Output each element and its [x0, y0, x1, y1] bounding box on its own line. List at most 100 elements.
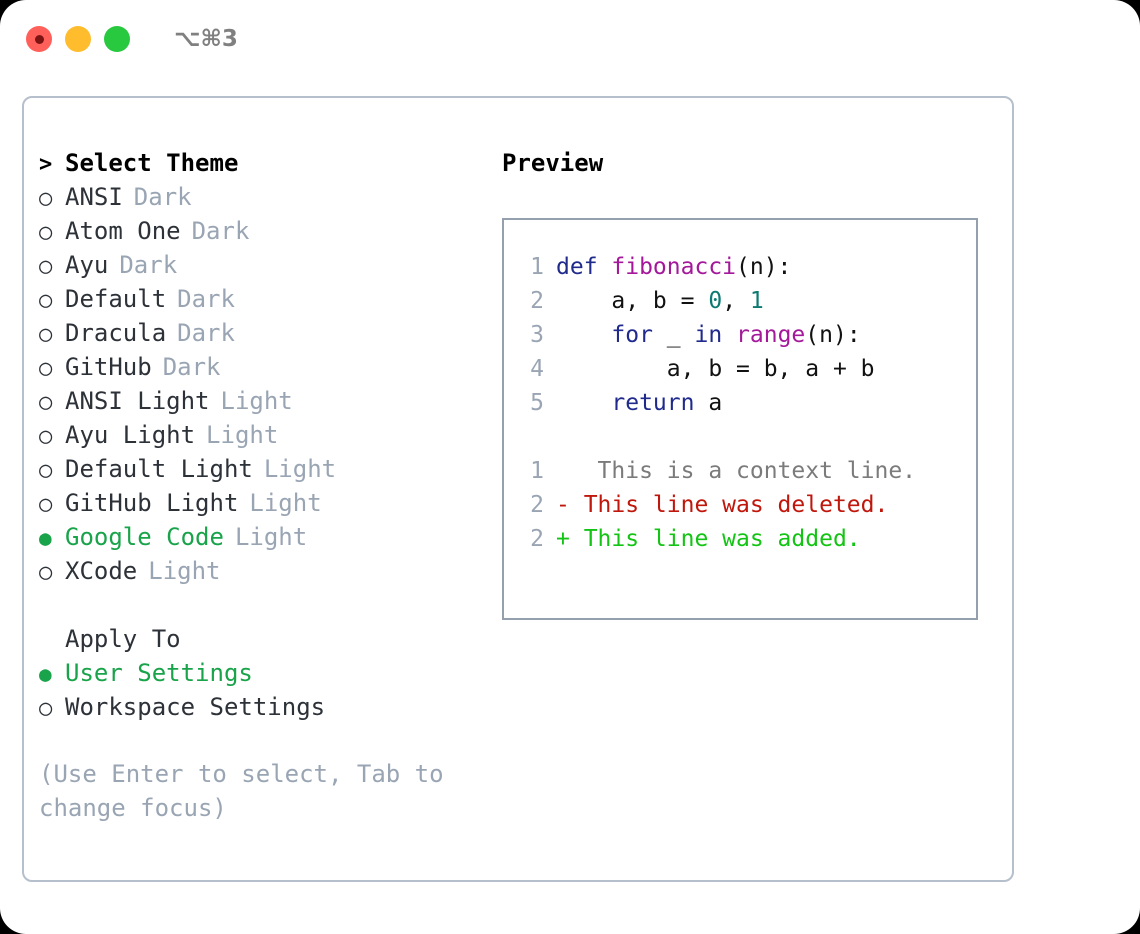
zoom-button[interactable]	[104, 26, 130, 52]
diff-line: 2+ This line was added.	[522, 522, 976, 556]
code-line: 3 for _ in range(n):	[522, 318, 976, 352]
theme-name: XCode	[65, 557, 138, 585]
code-line-content: a, b = 0, 1	[556, 284, 764, 318]
line-number: 1	[530, 254, 544, 280]
radio-unselected-icon: ○	[39, 288, 53, 313]
page-title: Select Theme	[65, 149, 239, 177]
line-number: 3	[530, 322, 544, 348]
code-line-content: a, b = b, a + b	[556, 352, 875, 386]
theme-name: Atom One	[65, 217, 181, 245]
theme-list-item[interactable]: ○ GitHub Light Light	[39, 486, 469, 520]
list-spacer	[39, 588, 469, 622]
radio-unselected-icon: ○	[39, 322, 53, 347]
theme-variant-badge: Light	[249, 489, 322, 517]
theme-list-item[interactable]: ● Google Code Light	[39, 520, 469, 554]
line-number: 5	[530, 390, 544, 416]
code-line: 4 a, b = b, a + b	[522, 352, 976, 386]
code-token-plain: _	[652, 322, 695, 348]
radio-unselected-icon: ○	[39, 390, 53, 415]
code-token-kw: for	[611, 322, 653, 348]
diff-line-content: - This line was deleted.	[556, 492, 889, 518]
line-number: 2	[530, 288, 544, 314]
apply-to-name: User Settings	[65, 659, 253, 687]
radio-unselected-icon: ○	[39, 424, 53, 449]
theme-name: Dracula	[65, 319, 167, 347]
theme-variant-badge: Dark	[133, 183, 192, 211]
code-line: 2 a, b = 0, 1	[522, 284, 976, 318]
apply-to-label: Apply To	[65, 625, 181, 653]
title-bar: ⌥⌘3	[0, 0, 1140, 78]
diff-line-content: This is a context line.	[556, 458, 917, 484]
code-token-fn: range	[736, 322, 806, 348]
line-number: 1	[530, 458, 544, 484]
diff-line: 2 - This line was deleted.	[522, 488, 976, 522]
theme-list-item[interactable]: ○ ANSI Dark	[39, 180, 469, 214]
line-number: 2	[530, 492, 544, 518]
theme-list-item[interactable]: ○ Atom One Dark	[39, 214, 469, 248]
code-token-plain: a	[694, 390, 723, 416]
theme-variant-badge: Dark	[191, 217, 250, 245]
theme-variant-badge: Dark	[119, 251, 178, 279]
radio-selected-icon: ●	[39, 662, 52, 686]
radio-unselected-icon: ○	[39, 356, 53, 381]
theme-name: ANSI Light	[65, 387, 210, 415]
theme-name: Default Light	[65, 455, 253, 483]
radio-unselected-icon: ○	[39, 186, 53, 211]
theme-name: Google Code	[65, 523, 224, 551]
code-token-punc: (n):	[736, 254, 792, 280]
code-line: 1 def fibonacci(n):	[522, 250, 976, 284]
prompt-marker-icon: >	[39, 152, 53, 177]
close-icon	[34, 34, 44, 44]
radio-unselected-icon: ○	[39, 492, 53, 517]
code-token-plain: ,	[722, 288, 750, 314]
code-token-num: 1	[749, 288, 764, 314]
code-token-fn: fibonacci	[611, 254, 737, 280]
apply-to-item[interactable]: ○Workspace Settings	[39, 690, 469, 724]
radio-selected-icon: ●	[39, 526, 52, 550]
code-token-punc: (n):	[805, 322, 861, 348]
apply-to-list: ● User Settings ○Workspace Settings	[39, 656, 469, 724]
apply-to-heading: ○ Apply To	[39, 622, 469, 656]
keyboard-hint: (Use Enter to select, Tab to change focu…	[39, 760, 444, 822]
theme-name: GitHub Light	[65, 489, 239, 517]
theme-variant-badge: Light	[206, 421, 279, 449]
theme-name: Ayu	[65, 251, 109, 279]
minimize-button[interactable]	[65, 26, 91, 52]
theme-variant-badge: Dark	[162, 353, 221, 381]
select-theme-heading: > Select Theme	[39, 146, 469, 180]
code-diff-spacer	[522, 420, 976, 454]
radio-unselected-icon: ○	[39, 220, 53, 245]
code-line-content: return a	[556, 386, 722, 420]
code-token-kw: def	[556, 254, 612, 280]
theme-name: ANSI	[65, 183, 123, 211]
theme-variant-badge: Light	[220, 387, 293, 415]
code-token-plain: a, b =	[556, 288, 709, 314]
code-token-plain	[556, 322, 611, 348]
code-line: 5 return a	[522, 386, 976, 420]
theme-name: GitHub	[65, 353, 152, 381]
theme-list-item[interactable]: ○ ANSI Light Light	[39, 384, 469, 418]
theme-variant-badge: Light	[263, 455, 337, 483]
code-token-plain: a, b = b, a + b	[556, 356, 875, 382]
window-controls	[26, 26, 130, 52]
theme-variant-badge: Light	[234, 523, 308, 551]
diff-line-content: + This line was added.	[556, 526, 861, 552]
apply-to-item[interactable]: ● User Settings	[39, 656, 469, 690]
line-number: 4	[530, 356, 544, 382]
code-line-content: for _ in range(n):	[556, 318, 861, 352]
radio-unselected-icon: ○	[39, 696, 53, 721]
theme-list-item[interactable]: ○ GitHub Dark	[39, 350, 469, 384]
close-button[interactable]	[26, 26, 52, 52]
theme-variant-badge: Light	[148, 557, 221, 585]
